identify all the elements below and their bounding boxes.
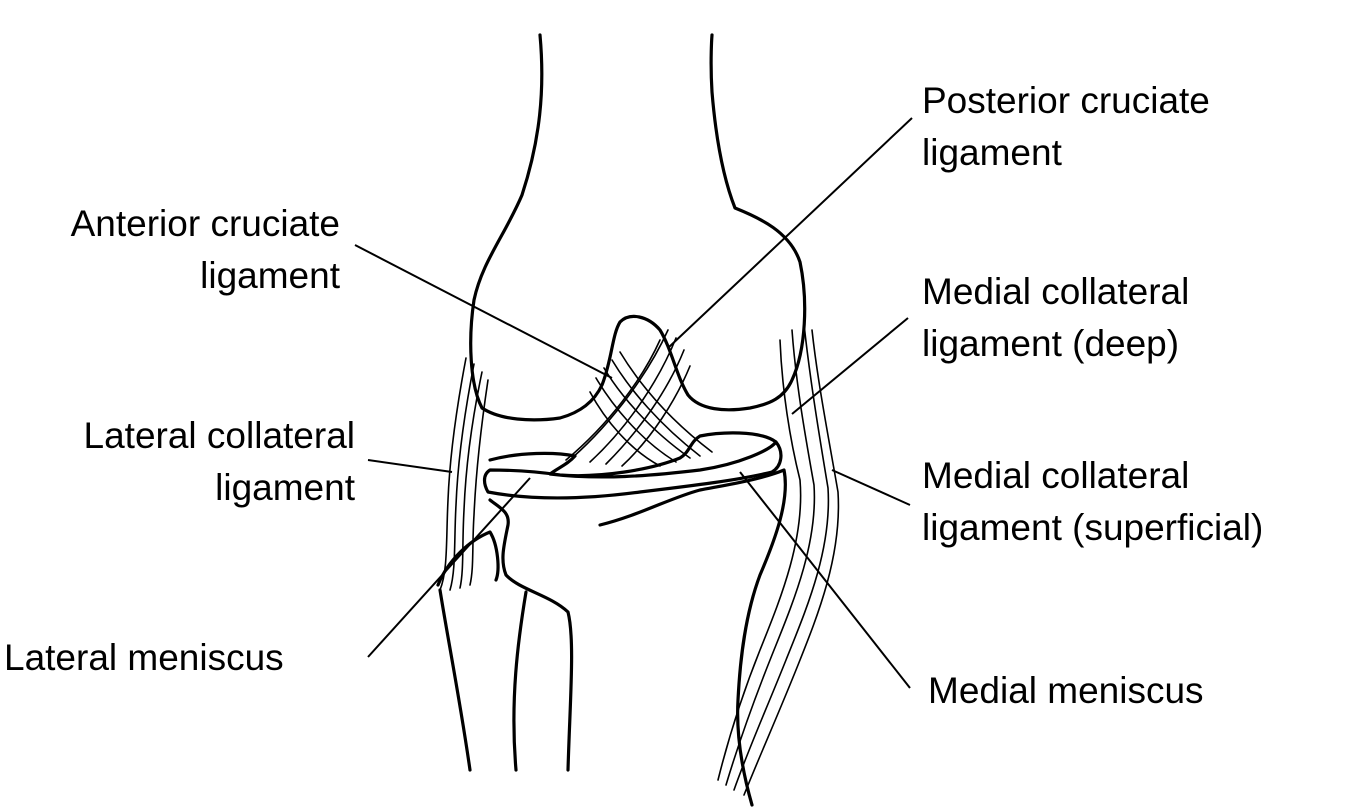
lateral-collateral-ligament bbox=[439, 357, 489, 591]
leader-lcl bbox=[367, 459, 453, 473]
label-anterior-cruciate-ligament: Anterior cruciate ligament bbox=[5, 198, 340, 302]
lcl-line-1: Lateral collateral bbox=[83, 415, 355, 456]
mcl-superficial-line-1: Medial collateral bbox=[922, 455, 1190, 496]
femur bbox=[469, 33, 807, 422]
label-medial-collateral-ligament-superficial: Medial collateral ligament (superficial) bbox=[922, 450, 1263, 554]
menisci bbox=[482, 431, 783, 500]
label-posterior-cruciate-ligament: Posterior cruciate ligament bbox=[922, 75, 1210, 179]
medial-meniscus-text: Medial meniscus bbox=[928, 670, 1204, 711]
leader-mcl-superficial bbox=[831, 469, 911, 506]
tibia bbox=[488, 468, 787, 807]
leader-lines bbox=[354, 117, 913, 689]
cruciate-fibers bbox=[565, 329, 713, 467]
label-medial-meniscus: Medial meniscus bbox=[928, 665, 1204, 717]
mcl-deep-line-2: ligament (deep) bbox=[922, 323, 1180, 364]
pcl-line-2: ligament bbox=[922, 132, 1062, 173]
pcl-line-1: Posterior cruciate bbox=[922, 80, 1210, 121]
mcl-superficial-line-2: ligament (superficial) bbox=[922, 507, 1264, 548]
leader-pcl bbox=[667, 117, 913, 349]
leader-medial-meniscus bbox=[739, 471, 911, 689]
mcl-deep-line-1: Medial collateral bbox=[922, 271, 1190, 312]
acl-line-2: ligament bbox=[200, 255, 340, 296]
leader-acl bbox=[354, 244, 613, 379]
label-lateral-collateral-ligament: Lateral collateral ligament bbox=[5, 410, 355, 514]
leader-lateral-meniscus bbox=[367, 477, 531, 658]
label-medial-collateral-ligament-deep: Medial collateral ligament (deep) bbox=[922, 266, 1189, 370]
lcl-line-2: ligament bbox=[215, 467, 355, 508]
lateral-meniscus-text: Lateral meniscus bbox=[4, 637, 284, 678]
acl-line-1: Anterior cruciate bbox=[70, 203, 340, 244]
label-lateral-meniscus: Lateral meniscus bbox=[4, 632, 284, 684]
medial-collateral-ligament bbox=[717, 323, 840, 796]
fibula bbox=[436, 530, 528, 772]
leader-mcl-deep bbox=[791, 317, 909, 415]
